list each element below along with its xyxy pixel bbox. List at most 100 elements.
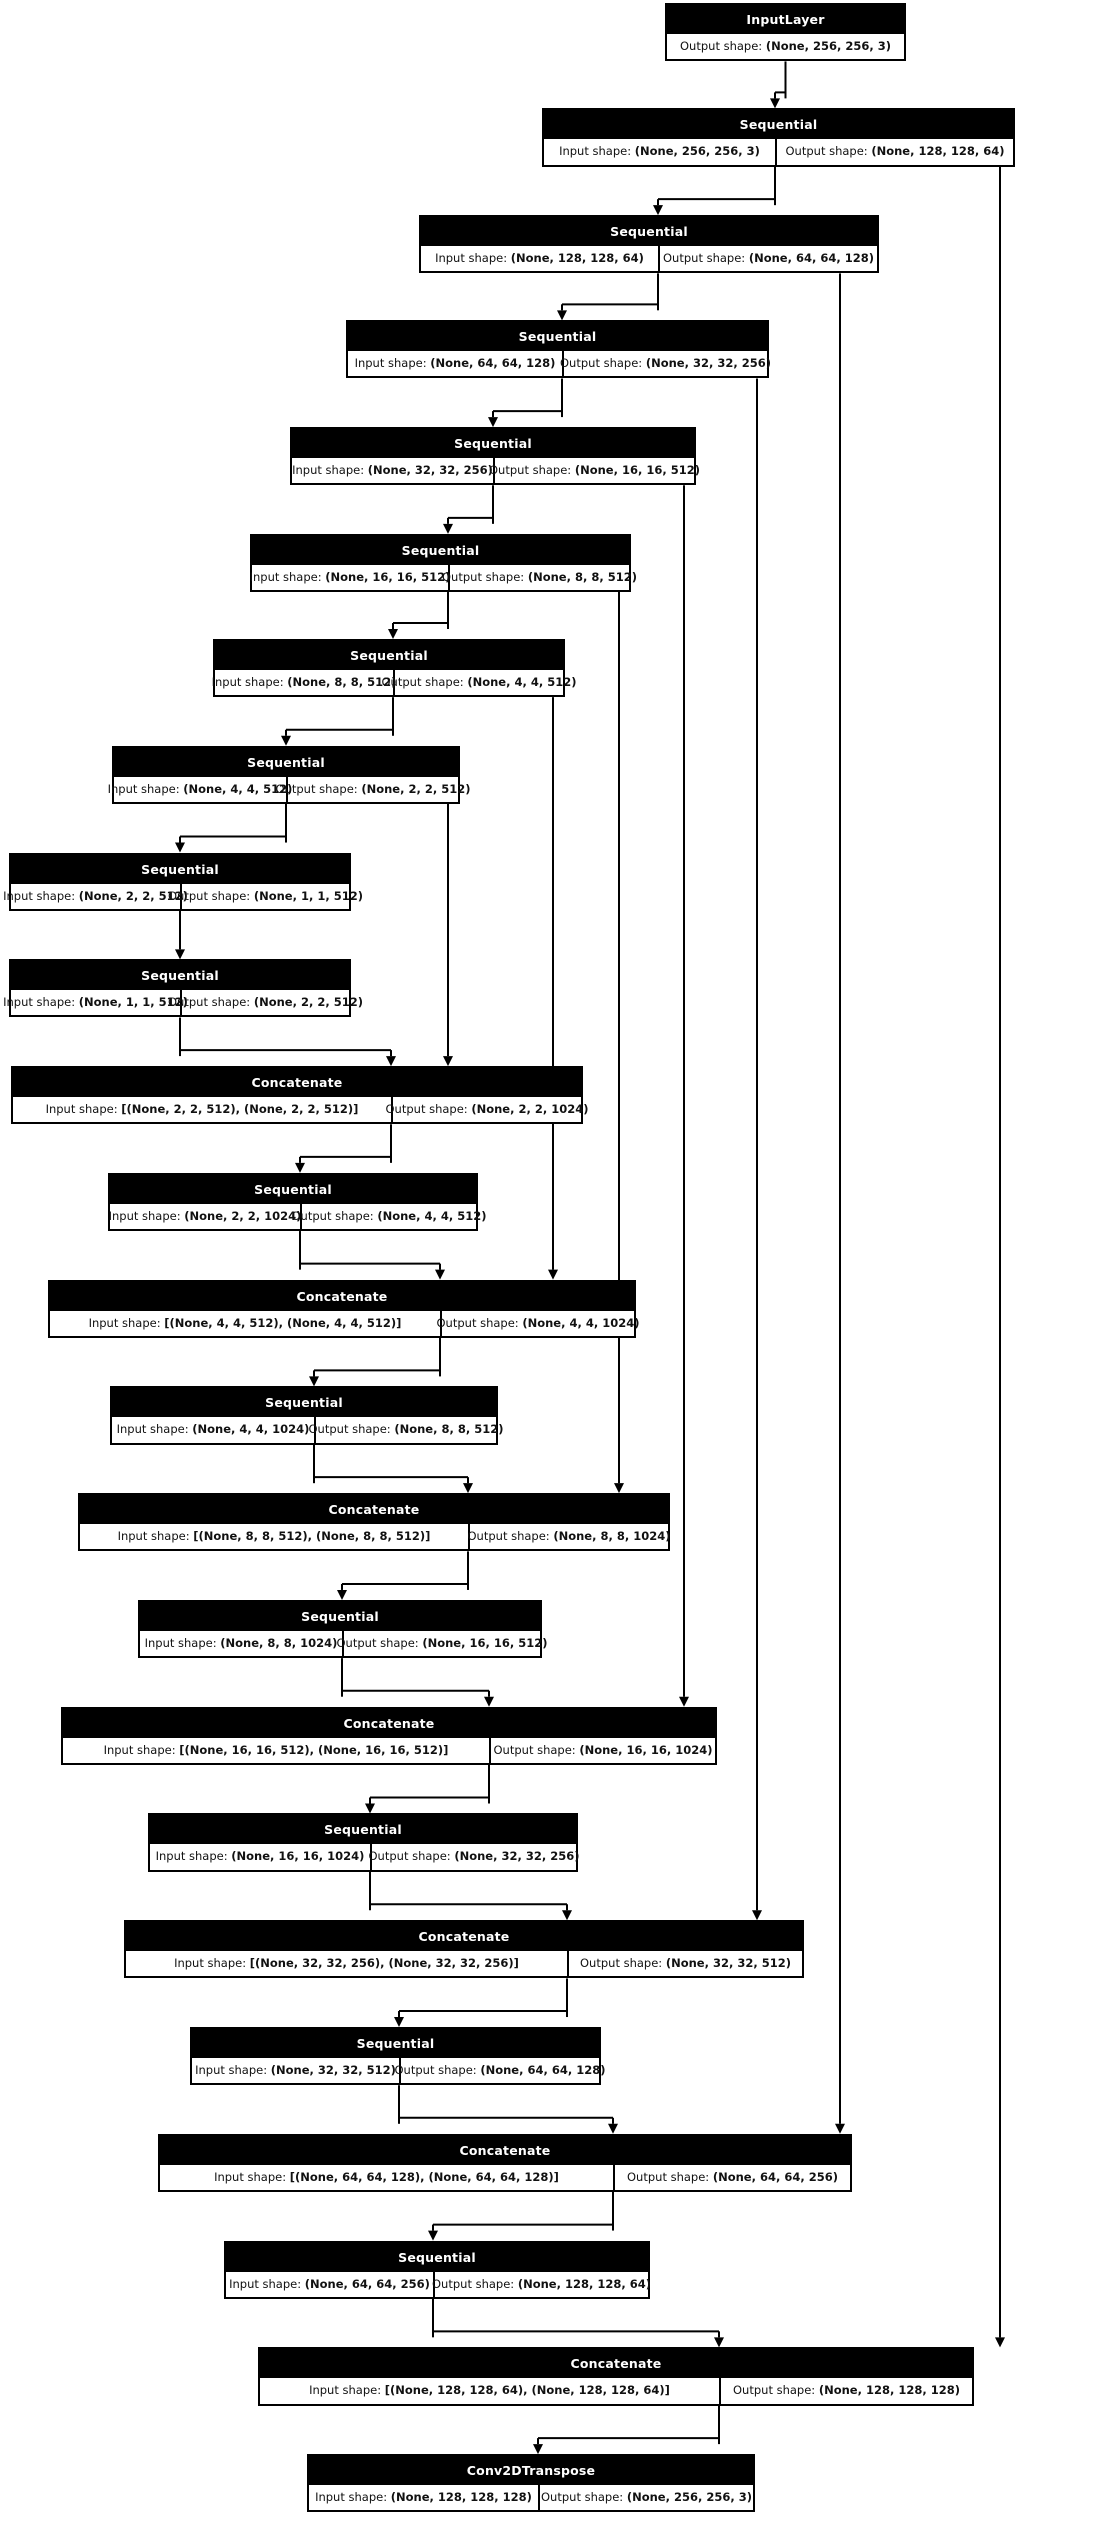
shape-value: (None, 4, 4, 1024)	[522, 1315, 640, 1330]
shape-value: (None, 16, 16, 512)	[325, 569, 451, 584]
shape-value: (None, 4, 4, 512)	[467, 675, 577, 689]
shape-label: Output shape: (None, 4, 4, 512)	[381, 675, 577, 689]
node-shape-row: Input shape: (None, 4, 4, 1024)Output sh…	[112, 1417, 504, 1443]
shape-label: Input shape: (None, 64, 64, 256)	[229, 2276, 430, 2291]
node-title: Sequential	[292, 429, 694, 459]
shape-label: Input shape: (None, 256, 256, 3)	[559, 144, 760, 159]
shape-value: (None, 128, 128, 64)	[871, 144, 1005, 159]
node-input-shape: Input shape: (None, 2, 2, 1024)	[109, 1203, 302, 1230]
node-output-shape: Output shape: (None, 128, 128, 64)	[777, 139, 1013, 164]
node-input-shape: Input shape: [(None, 32, 32, 256), (None…	[126, 1951, 569, 1977]
shape-value: (None, 4, 4, 1024)	[192, 1422, 310, 1437]
shape-value: (None, 2, 2, 512)	[253, 995, 363, 1010]
shape-label: Output shape: (None, 32, 32, 256)	[368, 1849, 580, 1864]
node-input-shape: Input shape: (None, 128, 128, 128)	[309, 2485, 540, 2511]
node-input-shape: Input shape: (None, 16, 16, 512)	[249, 564, 451, 591]
shape-label: Input shape: (None, 64, 64, 128)	[354, 356, 556, 371]
node-shape-row: Input shape: (None, 256, 256, 3) Output s…	[544, 139, 1013, 165]
node-title: Sequential	[226, 2242, 648, 2272]
node-shape-row: Input shape: (None, 32, 32, 256)Output s…	[292, 458, 700, 484]
node-title: Sequential	[11, 961, 349, 991]
node-output-shape: Output shape: (None, 256, 256, 3)	[540, 2485, 753, 2510]
shape-label: Input shape: (None, 4, 4, 512)	[107, 781, 293, 796]
shape-value: [(None, 128, 128, 64), (None, 128, 128, …	[384, 2383, 670, 2398]
shape-label: Output shape: (None, 2, 2, 512)	[168, 995, 363, 1010]
shape-label: Output shape: (None, 16, 16, 512)	[336, 1635, 548, 1650]
node-title: Concatenate	[13, 1068, 581, 1098]
shape-label: Output shape: (None, 128, 128, 64)	[432, 2276, 651, 2291]
node-shape-row: Input shape: (None, 64, 64, 256)Output s…	[226, 2271, 651, 2297]
node-output-shape: Output shape: (None, 4, 4, 1024)	[437, 1311, 640, 1336]
shape-label: Input shape: [(None, 2, 2, 512), (None, …	[45, 1102, 359, 1117]
shape-label: Input shape: (None, 32, 32, 256)	[292, 463, 493, 478]
shape-value: (None, 128, 128, 128)	[390, 2490, 532, 2505]
node-output-shape: Output shape: (None, 64, 64, 128)	[395, 2058, 606, 2083]
shape-value: [(None, 32, 32, 256), (None, 32, 32, 256…	[249, 1956, 519, 1971]
node-shape-row: Input shape: [(None, 16, 16, 512), (None…	[63, 1737, 715, 1763]
node-shape-row: Input shape: [(None, 64, 64, 128), (None…	[160, 2164, 850, 2190]
shape-label: Output shape: (None, 64, 64, 128)	[394, 2063, 606, 2078]
shape-value: (None, 2, 2, 1024)	[471, 1102, 589, 1117]
shape-label: Input shape: (None, 16, 16, 512)	[249, 569, 451, 584]
node-title: Sequential	[215, 641, 563, 670]
node-output-shape: Output shape: (None, 2, 2, 512)	[168, 990, 363, 1015]
node-shape-row: Input shape: [(None, 2, 2, 512), (None, …	[13, 1097, 589, 1123]
shape-label: Output shape: (None, 1, 1, 512)	[168, 888, 363, 903]
shape-label: Output shape: (None, 128, 128, 64)	[785, 144, 1005, 159]
shape-value: (None, 4, 4, 512)	[377, 1208, 487, 1223]
node-input-shape: Input shape: (None, 64, 64, 128)	[348, 351, 564, 377]
node-shape-row: Input shape: [(None, 8, 8, 512), (None, …	[80, 1524, 671, 1550]
shape-label: Input shape: [(None, 4, 4, 512), (None, …	[88, 1315, 402, 1330]
node-title: InputLayer	[667, 5, 904, 35]
node-shape-row: Input shape: (None, 2, 2, 1024)Output sh…	[109, 1203, 487, 1230]
node-output-shape: Output shape: (None, 16, 16, 512)	[489, 458, 700, 483]
shape-label: Output shape: (None, 16, 16, 512)	[489, 463, 700, 478]
node-output-shape: Output shape: (None, 128, 128, 128)	[721, 2378, 972, 2403]
node-input-shape: Input shape: (None, 128, 128, 64)	[421, 246, 660, 272]
node-input-shape: Input shape: (None, 4, 4, 512)	[108, 776, 292, 802]
shape-label: Input shape: (None, 8, 8, 512)	[211, 675, 397, 689]
node-shape-row: Input shape: (None, 32, 32, 512)Output s…	[192, 2058, 606, 2084]
shape-value: (None, 128, 128, 64)	[517, 2276, 651, 2291]
node-output-shape: Output shape: (None, 4, 4, 512)	[382, 670, 577, 695]
shape-value: (None, 32, 32, 256)	[454, 1849, 580, 1864]
shape-label: Input shape: (None, 16, 16, 1024)	[155, 1849, 365, 1864]
node-output-shape: Output shape: (None, 4, 4, 512)	[292, 1204, 487, 1229]
shape-value: (None, 32, 32, 256)	[645, 356, 771, 371]
node-output-shape: Output shape: (None, 8, 8, 1024)	[468, 1524, 671, 1549]
node-output-shape: Output shape: (None, 16, 16, 512)	[337, 1631, 548, 1656]
node-shape-row: Input shape: [(None, 4, 4, 512), (None, …	[50, 1310, 640, 1336]
node-output-shape: Output shape: (None, 64, 64, 256)	[615, 2165, 850, 2190]
shape-label: Input shape: (None, 128, 128, 128)	[315, 2490, 532, 2505]
shape-value: (None, 64, 64, 256)	[712, 2169, 838, 2184]
node-output-shape: Output shape: (None, 8, 8, 512)	[309, 1417, 504, 1442]
node-title: Sequential	[112, 1388, 496, 1418]
node-output-shape: Output shape: (None, 32, 32, 512)	[569, 1951, 802, 1976]
shape-label: Output shape: (None, 256, 256, 3)	[680, 39, 891, 54]
node-shape-row: Input shape: (None, 16, 16, 512)Output s…	[249, 564, 637, 591]
